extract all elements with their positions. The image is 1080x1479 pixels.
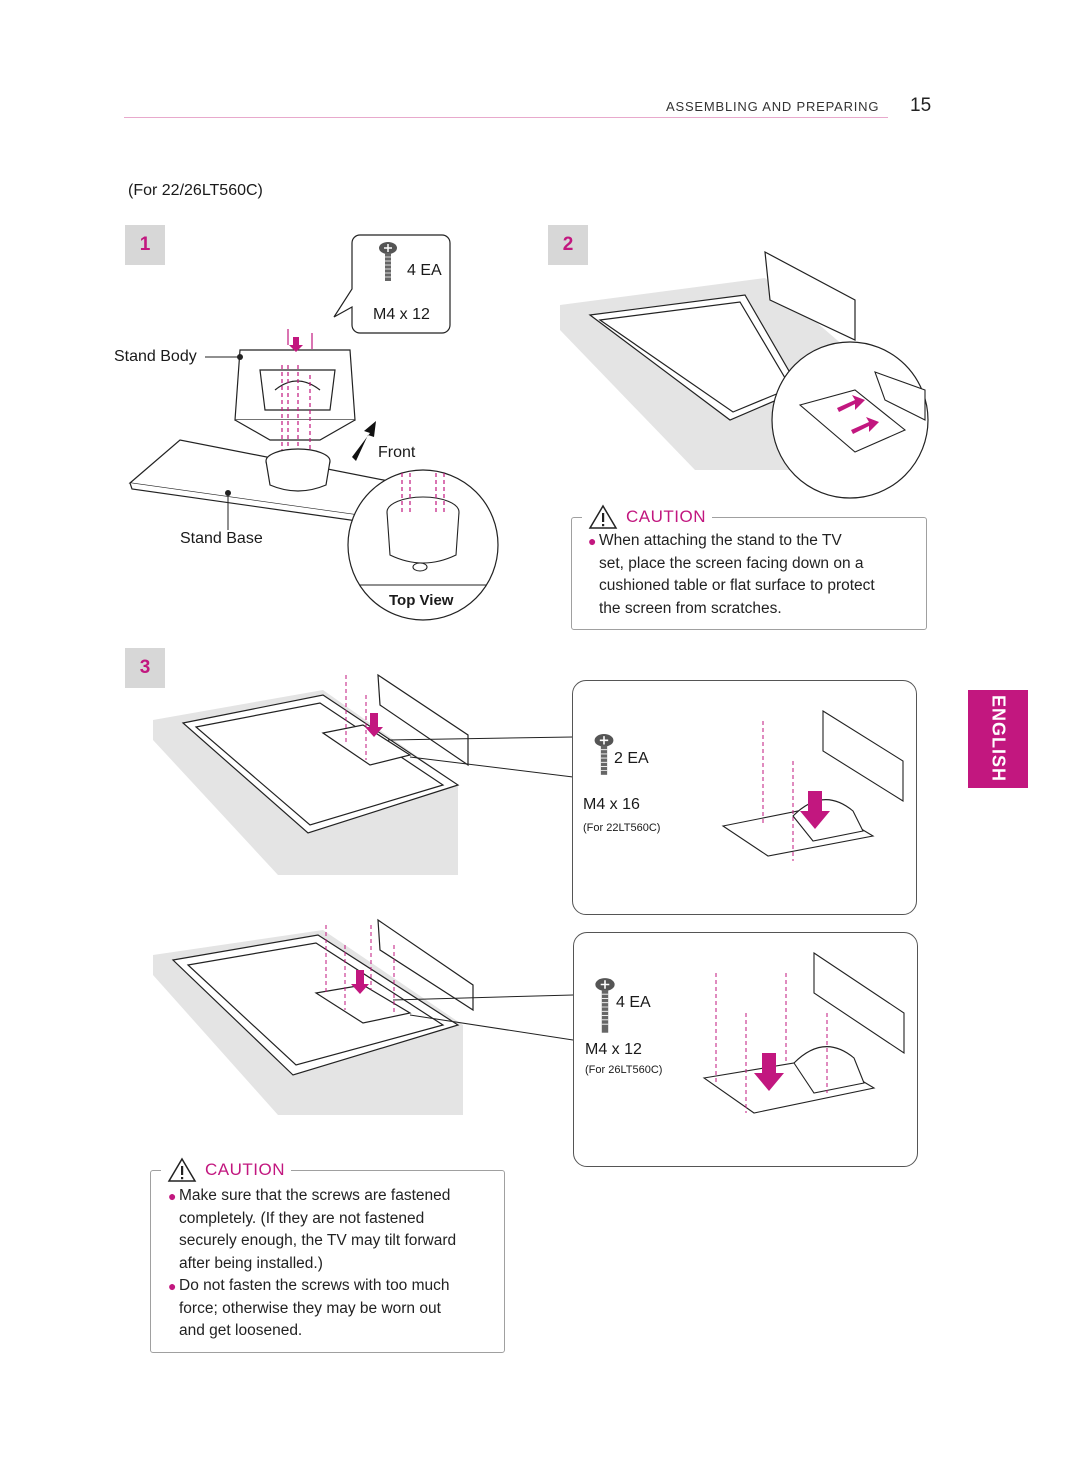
caution-top-line-2: set, place the screen facing down on a <box>599 554 864 572</box>
stand-base-label: Stand Base <box>180 530 263 547</box>
caution-top-line-3: cushioned table or flat surface to prote… <box>599 577 875 594</box>
caution-bottom-b1-line-3: securely enough, the TV may tilt forward <box>179 1232 457 1249</box>
detail-box-26 <box>573 932 918 1167</box>
screw-icon <box>595 978 615 1033</box>
step-2-badge: 2 <box>548 225 588 265</box>
caution-bottom-b2-line-1: Do not fasten the screws with too much <box>179 1277 450 1294</box>
top-view-label: Top View <box>389 592 454 609</box>
step-1-screw-qty: 4 EA <box>407 262 442 279</box>
screw-icon <box>594 734 614 775</box>
caution-title: CAUTION <box>205 1160 285 1179</box>
caution-bottom-b1-line-1: Make sure that the screws are fastened <box>179 1187 451 1204</box>
language-tab-label: ENGLISH <box>988 695 1009 783</box>
step-3-badge: 3 <box>125 648 165 688</box>
detail-box-22 <box>572 680 917 915</box>
caution-bottom-b1-line-2: completely. (If they are not fastened <box>179 1209 425 1227</box>
page-number: 15 <box>910 95 932 116</box>
step-3-illustration-26 <box>153 918 574 1115</box>
caution-top-line-1: When attaching the stand to the TV <box>599 532 842 549</box>
step-1-badge: 1 <box>125 225 165 265</box>
caution-top-line-4: the screen from scratches. <box>599 599 782 617</box>
warning-triangle-icon <box>588 504 618 529</box>
screw-icon <box>379 242 397 281</box>
model-note: (For 22/26LT560C) <box>128 182 263 199</box>
caution-bottom-b2-line-2: force; otherwise they may be worn out <box>179 1299 441 1317</box>
caution-bottom-bullet-2: ● Do not fasten the screws with too much… <box>168 1275 450 1343</box>
header-divider <box>124 117 888 118</box>
caution-box-top: CAUTION ● When attaching the stand to th… <box>571 504 927 630</box>
detail-22-drawing <box>721 710 904 861</box>
detail-22-size: M4 x 16 <box>583 796 640 813</box>
step-3-illustration-22 <box>153 673 574 875</box>
detail-26-model: (For 26LT560C) <box>585 1064 663 1076</box>
detail-26-drawing <box>702 951 905 1114</box>
caution-header: CAUTION <box>161 1157 291 1183</box>
stand-body-label: Stand Body <box>114 348 197 365</box>
detail-22-model: (For 22LT560C) <box>583 822 661 834</box>
caution-top-bullet: ● When attaching the stand to the TV set… <box>588 530 875 620</box>
step-2-illustration <box>560 250 929 499</box>
front-label: Front <box>378 444 416 461</box>
detail-22-qty: 2 EA <box>614 750 649 767</box>
warning-triangle-icon <box>167 1157 197 1182</box>
caution-title: CAUTION <box>626 507 706 526</box>
caution-header: CAUTION <box>582 504 712 530</box>
section-title: ASSEMBLING AND PREPARING <box>666 99 880 114</box>
step-1-screw-size: M4 x 12 <box>373 306 430 323</box>
caution-bottom-b2-line-3: and get loosened. <box>179 1322 303 1339</box>
language-tab: ENGLISH <box>968 690 1028 788</box>
step-1-illustration <box>128 234 499 621</box>
detail-26-size: M4 x 12 <box>585 1041 642 1058</box>
caution-bottom-b1-line-4: after being installed.) <box>179 1254 323 1272</box>
caution-bottom-bullet-1: ● Make sure that the screws are fastened… <box>168 1185 457 1275</box>
detail-26-qty: 4 EA <box>616 994 651 1011</box>
caution-box-bottom: CAUTION ● Make sure that the screws are … <box>150 1157 505 1353</box>
